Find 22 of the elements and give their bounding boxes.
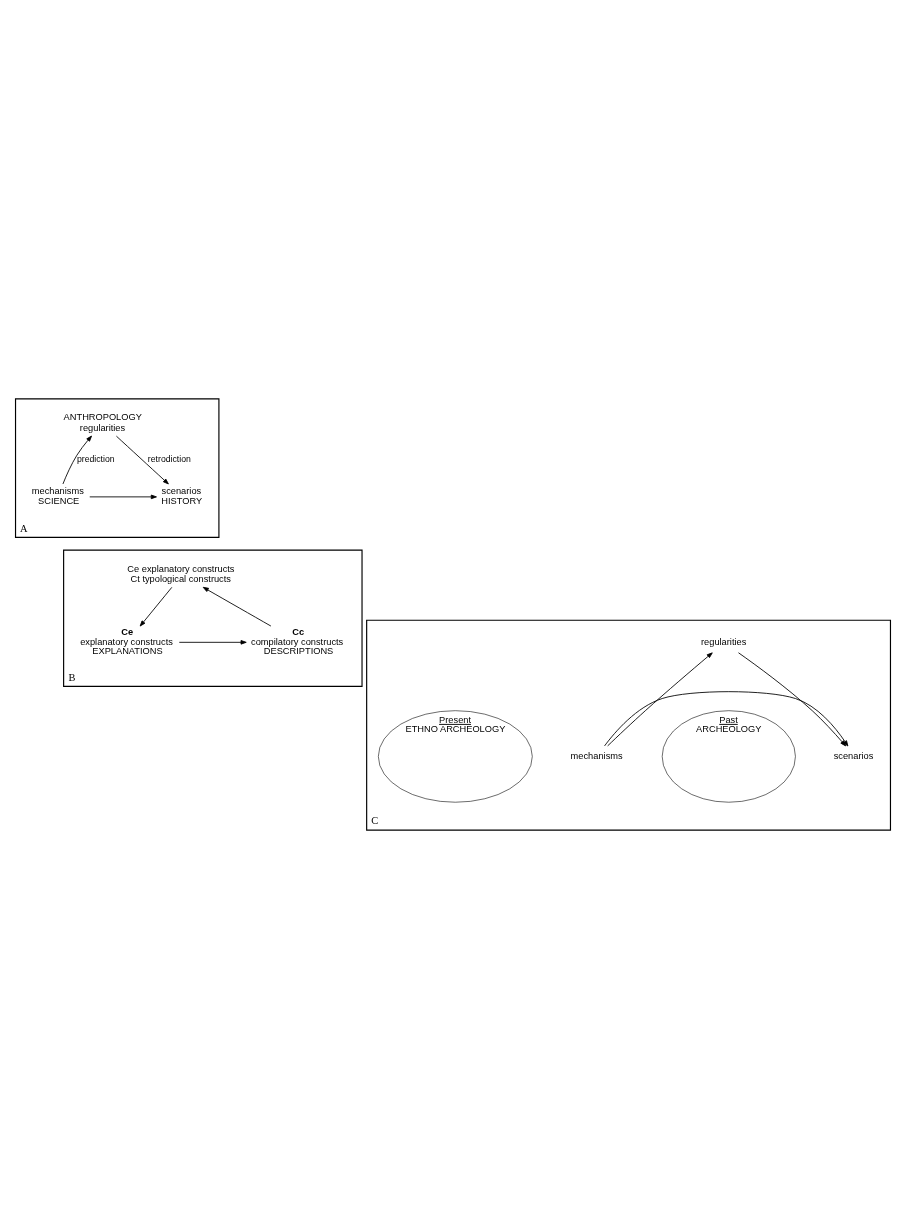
node-ellipse: Past ARCHEOLOGY <box>661 709 796 802</box>
node-text: scenarios <box>833 750 874 761</box>
arrow <box>607 651 713 746</box>
arrow <box>115 435 169 484</box>
arrow <box>62 435 92 484</box>
node-text: regularities <box>700 636 747 647</box>
node-ellipse: Present ETHNO ARCHEOLOGY <box>378 709 533 802</box>
node-text: mechanisms SCIENCE <box>31 485 84 506</box>
arrow <box>139 586 173 626</box>
edge-label: retrodiction <box>147 453 191 464</box>
arrow <box>604 690 849 746</box>
node-text: Ce explanatory constructs EXPLANATIONS <box>80 626 173 656</box>
node-text: scenarios HISTORY <box>161 485 203 506</box>
arrow <box>89 494 157 499</box>
node-text: Ce explanatory constructs Ct typological constructs <box>127 563 235 584</box>
node-text: mechanisms <box>570 750 623 761</box>
edge-label: prediction <box>76 453 115 464</box>
node-text: ANTHROPOLOGY regularities <box>63 411 142 433</box>
node-text: Cc compilatory constructs DESCRIPTIONS <box>251 626 344 656</box>
arrow <box>178 639 247 645</box>
arrow <box>202 586 272 626</box>
arrow <box>738 651 847 746</box>
